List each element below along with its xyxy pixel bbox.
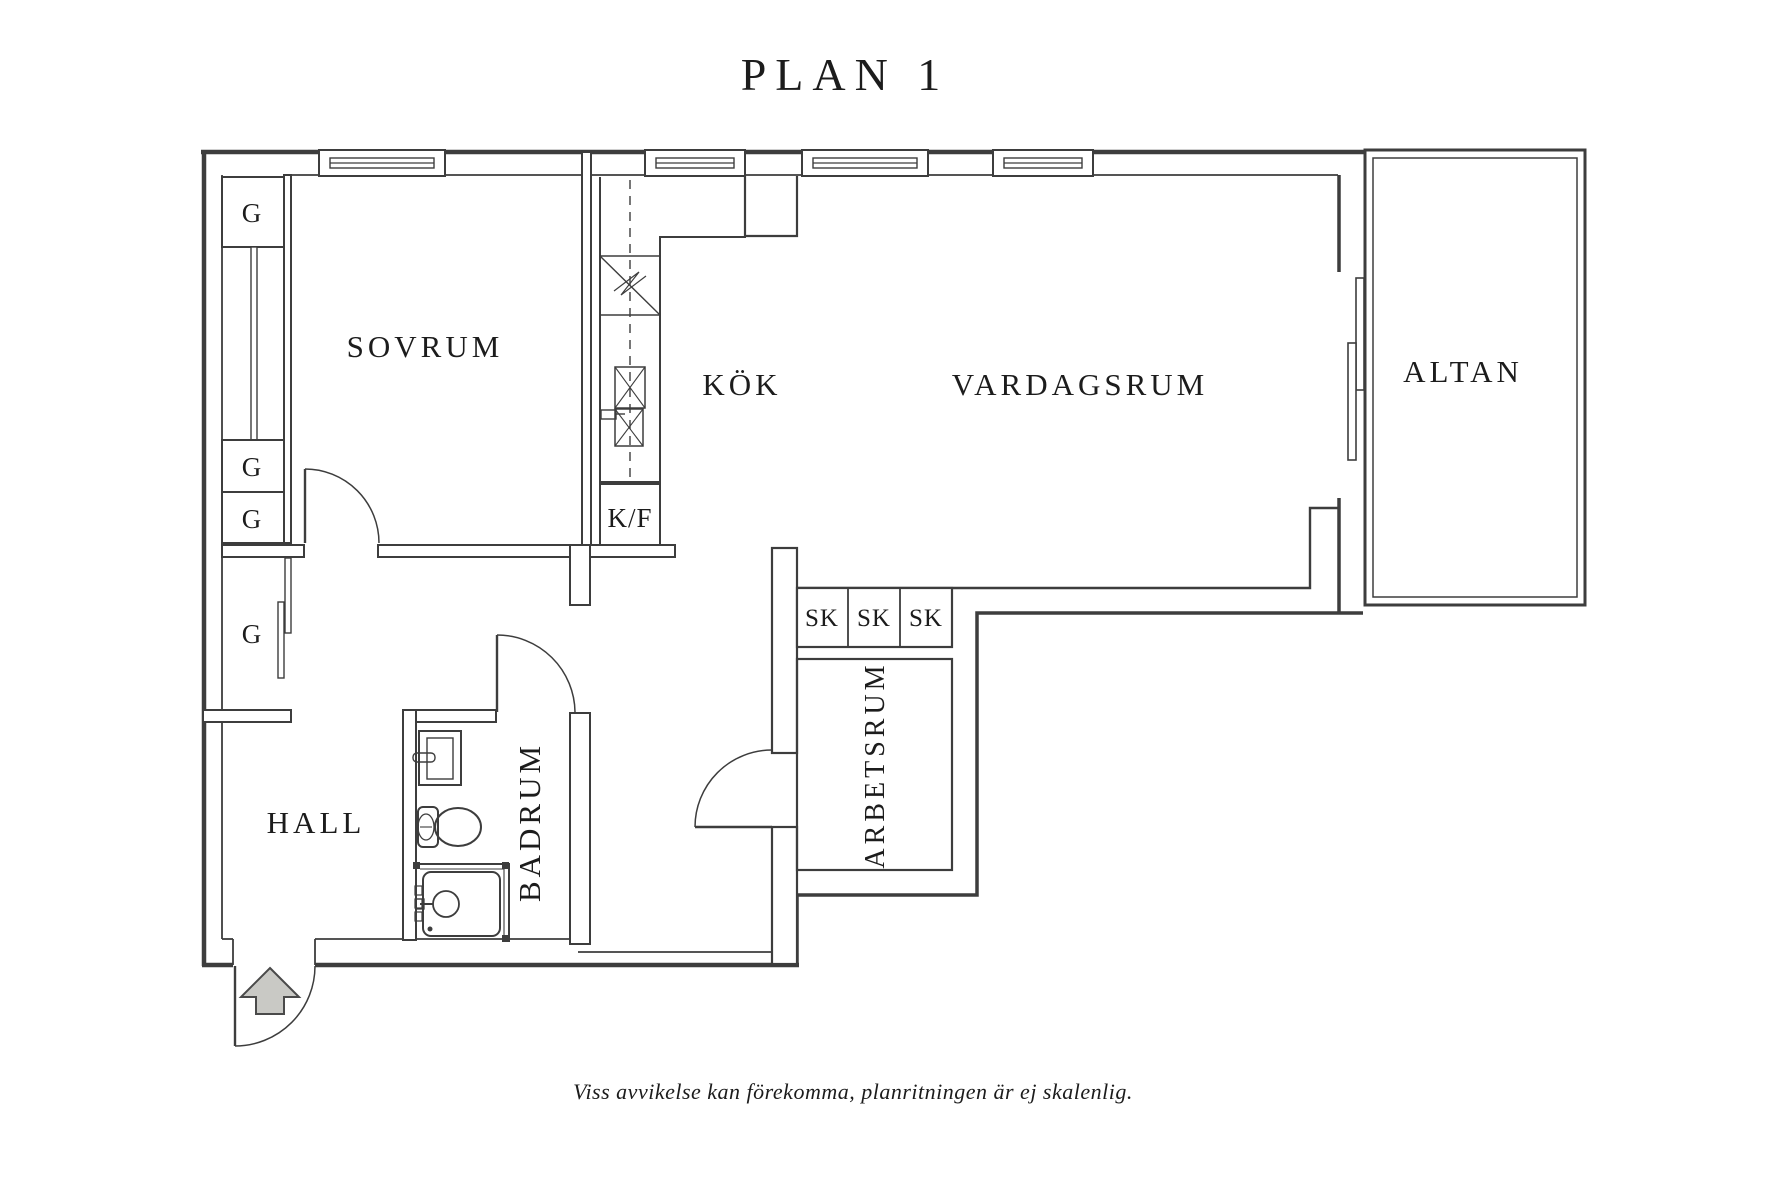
room-label-altan: ALTAN bbox=[1403, 354, 1523, 389]
kitchen-fittings bbox=[599, 177, 746, 546]
room-label-arbetsrum: ARBETSRUM bbox=[860, 661, 891, 868]
wardrobe-label-3: G bbox=[242, 504, 263, 534]
fridge-freezer-label: K/F bbox=[607, 503, 652, 533]
kitchen-counter bbox=[599, 177, 746, 483]
wardrobe-rail bbox=[250, 246, 258, 441]
window-kok bbox=[644, 149, 746, 177]
door-arbetsrum bbox=[694, 749, 773, 829]
shower-drain-icon bbox=[432, 890, 460, 918]
wardrobe-label-4: G bbox=[242, 619, 263, 649]
door-entrance bbox=[233, 965, 316, 1047]
corner-cabinet-diagonal bbox=[599, 255, 661, 316]
arbetsrum-room-outline bbox=[795, 657, 954, 872]
wardrobe-label-1: G bbox=[242, 198, 263, 228]
kitchen-faucet-icon bbox=[600, 409, 617, 420]
window-vardagsrum-1 bbox=[801, 149, 929, 177]
window-vardagsrum-2 bbox=[992, 149, 1094, 177]
labels: PLAN 1 SOVRUM KÖK VARDAGSRUM ALTAN HALL … bbox=[242, 49, 1523, 1104]
hall-closet-sliding-doors bbox=[277, 557, 292, 679]
wardrobe-label-2: G bbox=[242, 452, 263, 482]
room-label-badrum: BADRUM bbox=[512, 742, 547, 902]
room-label-sovrum: SOVRUM bbox=[347, 329, 504, 364]
sk-cabinet-row bbox=[795, 586, 954, 649]
bathroom-sink bbox=[412, 730, 462, 786]
cabinet-label-2: SK bbox=[857, 605, 891, 632]
wardrobe-box-2 bbox=[221, 439, 285, 493]
kitchen-sink-basins bbox=[600, 366, 646, 447]
wardrobe-box-3 bbox=[221, 491, 285, 544]
windows bbox=[318, 149, 1094, 238]
altan-terrace bbox=[1347, 148, 1587, 607]
disclaimer-text: Viss avvikelse kan förekomma, planritnin… bbox=[573, 1079, 1133, 1104]
room-label-kok: KÖK bbox=[702, 367, 781, 402]
door-sovrum bbox=[303, 468, 380, 544]
room-label-hall: HALL bbox=[267, 805, 366, 840]
shower bbox=[413, 862, 510, 942]
doors bbox=[233, 468, 773, 1047]
page-title: PLAN 1 bbox=[741, 49, 950, 100]
balcony-sliding-door bbox=[1347, 277, 1365, 461]
interior-walls bbox=[202, 151, 799, 966]
door-badrum bbox=[495, 634, 576, 713]
window-sovrum bbox=[318, 149, 446, 177]
pillar-kok-vardagsrum bbox=[743, 176, 799, 238]
cabinet-label-3: SK bbox=[909, 605, 943, 632]
fridge-freezer-box bbox=[599, 483, 661, 546]
entrance-arrow-icon bbox=[238, 966, 302, 1015]
wardrobes bbox=[221, 176, 292, 679]
cabinet-label-1: SK bbox=[805, 605, 839, 632]
room-label-vardagsrum: VARDAGSRUM bbox=[952, 367, 1209, 402]
toilet bbox=[417, 806, 482, 848]
cabinets-and-arbetsrum bbox=[795, 586, 954, 872]
bathroom-fixtures bbox=[412, 730, 510, 942]
